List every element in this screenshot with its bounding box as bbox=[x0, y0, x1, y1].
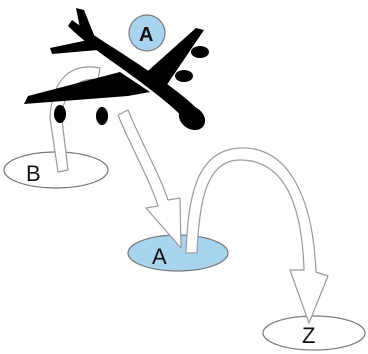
arrow-plane-to-a bbox=[117, 109, 182, 249]
node-top bbox=[128, 14, 166, 52]
node-a-label: A bbox=[152, 244, 167, 269]
node-z bbox=[262, 315, 366, 351]
node-b-label: B bbox=[26, 161, 41, 186]
node-z-label: Z bbox=[302, 323, 315, 348]
arrow-a-to-z bbox=[185, 147, 329, 324]
node-top-label: A bbox=[139, 24, 153, 46]
airplane-icon bbox=[24, 8, 209, 131]
